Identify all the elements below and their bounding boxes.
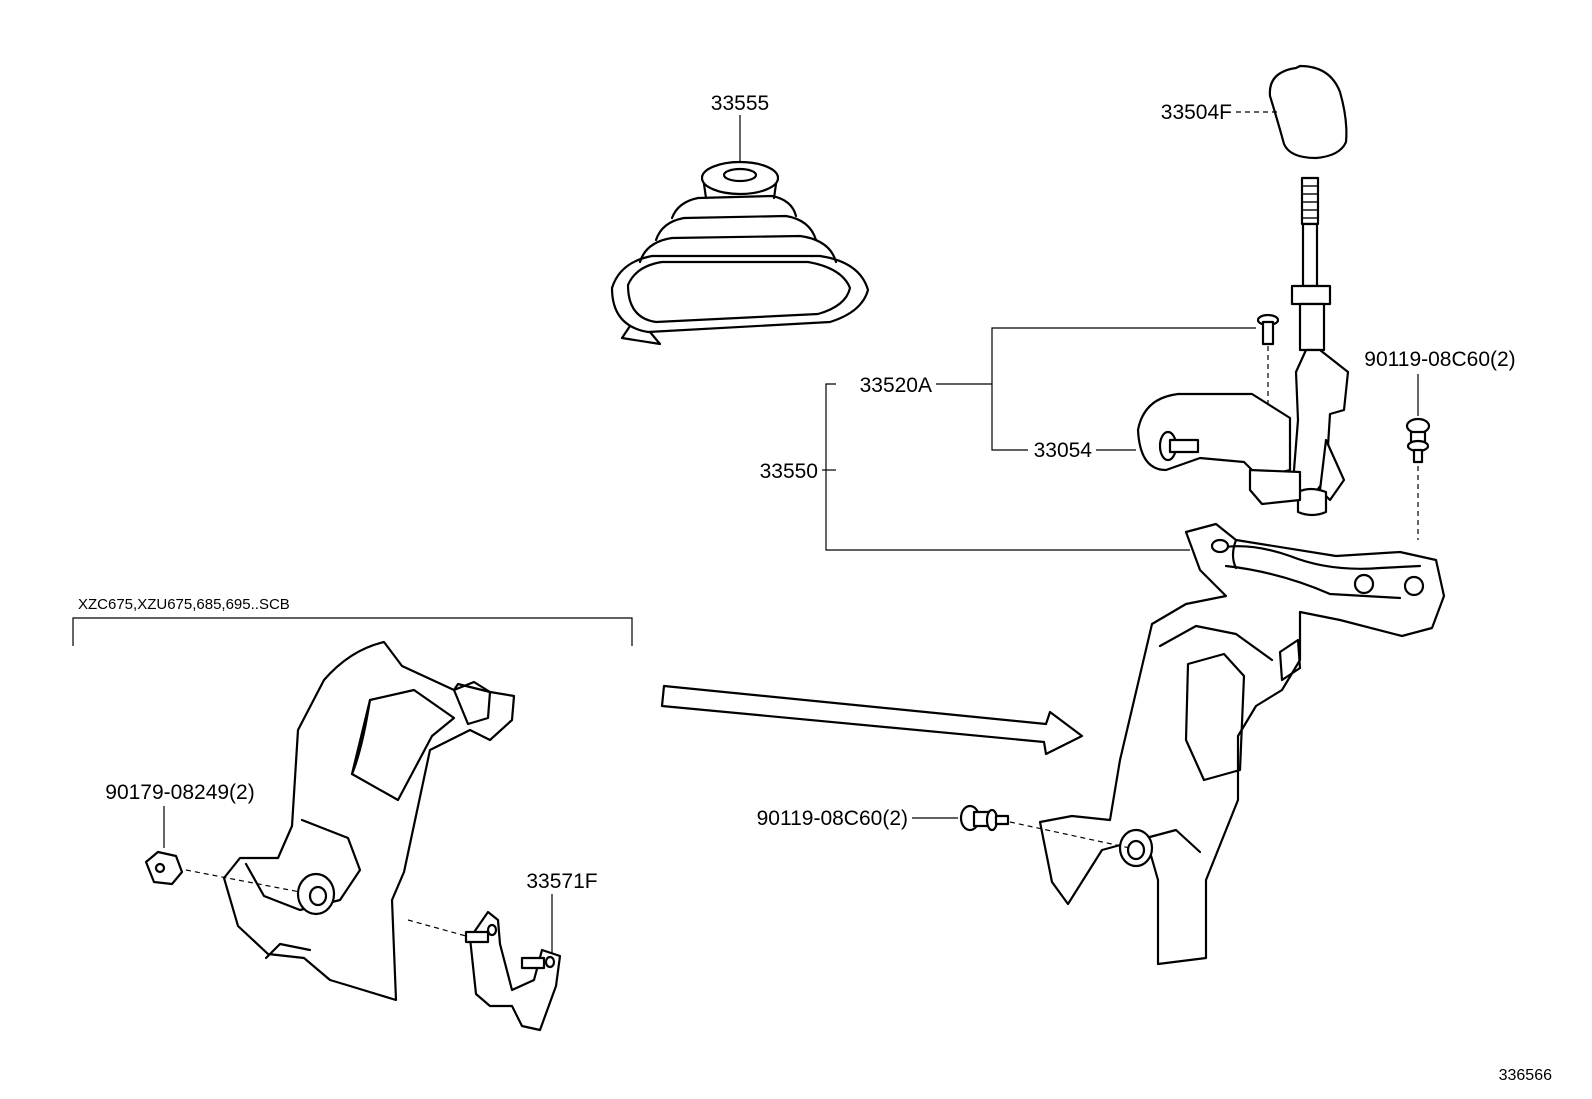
bolt-90119-top (1405, 417, 1431, 464)
variant-bracket (72, 617, 633, 646)
bracket-33571F (464, 910, 562, 1032)
label-90119-mid: 90119-08C60(2) (757, 807, 908, 830)
label-33520A: 33520A (860, 374, 932, 397)
bracket-33550-line (825, 383, 1190, 551)
nut-guide-line (185, 869, 301, 893)
nut-90179 (144, 850, 184, 886)
label-33054: 33054 (1034, 439, 1093, 462)
label-33550: 33550 (760, 460, 818, 483)
label-90179: 90179-08249(2) (105, 781, 254, 804)
label-33504F: 33504F (1161, 101, 1232, 124)
illustration-id: 336566 (1499, 1067, 1552, 1084)
direction-arrow (660, 684, 1084, 756)
label-33555: 33555 (711, 92, 769, 115)
bolt-mid-guide-line (1009, 821, 1131, 849)
select-lever-33054 (1136, 392, 1302, 506)
bolt-90119-mid (959, 804, 1010, 832)
shift-lever-housing-variant (222, 640, 516, 1002)
bracket-33520A-line (991, 327, 1256, 451)
lever-bolt (1256, 313, 1280, 346)
label-90119-top: 90119-08C60(2) (1364, 348, 1515, 371)
shift-lever-33520A (1290, 176, 1350, 517)
variant-note: XZC675,XZU675,685,695..SCB (78, 596, 290, 613)
shift-boot-33555 (610, 160, 870, 346)
shift-lever-housing (1038, 522, 1446, 966)
label-33571F: 33571F (526, 870, 597, 893)
shift-knob-33504F (1268, 64, 1348, 160)
bracket-guide-line (407, 919, 467, 937)
